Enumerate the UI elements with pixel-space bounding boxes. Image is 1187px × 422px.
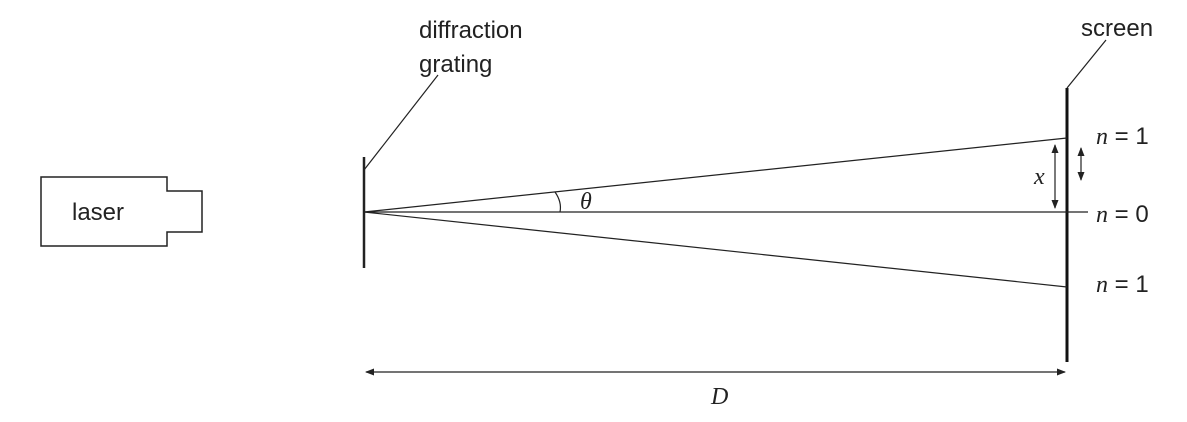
beam-upper-first-order [363, 137, 1068, 213]
theta-label: θ [580, 189, 592, 215]
D-label: D [710, 384, 728, 410]
diffracted-beams [363, 137, 1088, 288]
screen: screen [1065, 15, 1153, 362]
grating-leader-line [363, 74, 439, 171]
grating-label-line1: diffraction [419, 17, 523, 44]
laser-label: laser [72, 199, 124, 226]
grating-label-line2: grating [419, 51, 492, 78]
order-label-lower: n = 1 [1096, 271, 1149, 298]
laser-device: laser [40, 176, 203, 247]
fringe-separation-x: x [1033, 144, 1059, 209]
angle-theta: θ [554, 189, 592, 215]
x-label: x [1033, 164, 1045, 190]
screen-leader-line [1066, 39, 1107, 89]
screen-label: screen [1081, 15, 1153, 42]
order-label-central: n = 0 [1096, 201, 1149, 228]
beam-lower-first-order [363, 211, 1068, 288]
order-label-upper: n = 1 [1096, 123, 1149, 150]
distance-D: D [365, 368, 1066, 410]
theta-arc [554, 191, 562, 213]
diffraction-grating: diffraction grating [362, 17, 523, 268]
laser-body-outline [40, 176, 203, 247]
order-labels: n = 1 n = 0 n = 1 [1096, 123, 1149, 298]
